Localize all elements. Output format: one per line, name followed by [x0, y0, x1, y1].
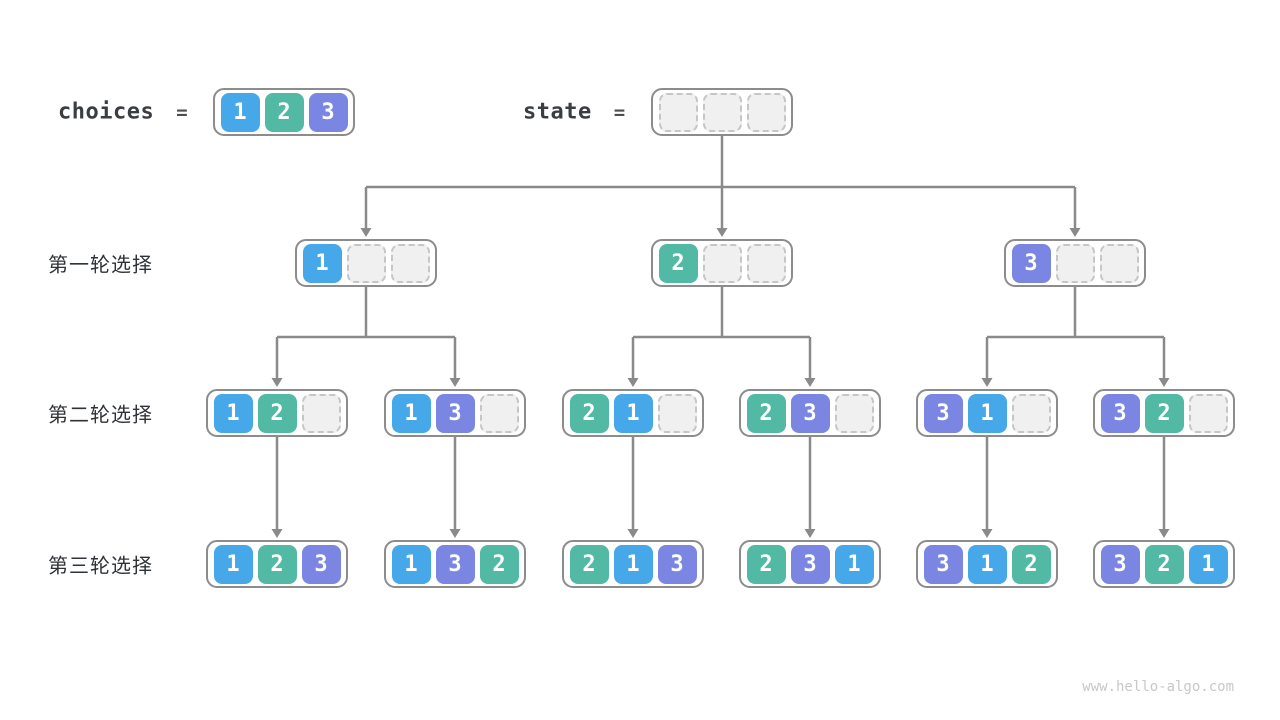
- value-cell-1: 1: [967, 393, 1007, 433]
- value-cell-2: 2: [479, 544, 519, 584]
- arrowhead: [716, 228, 728, 237]
- value-cell-2: 2: [1144, 544, 1184, 584]
- empty-slot: [346, 243, 386, 283]
- value-cell-1: 1: [834, 544, 874, 584]
- value-cell-2: 2: [746, 544, 786, 584]
- arrowhead: [981, 529, 993, 538]
- value-cell-2: 2: [257, 393, 297, 433]
- empty-slot: [1099, 243, 1139, 283]
- arrowhead: [627, 529, 639, 538]
- value-cell-3: 3: [790, 544, 830, 584]
- empty-slot: [1055, 243, 1095, 283]
- value-cell-1: 1: [613, 544, 653, 584]
- empty-slot: [1011, 393, 1051, 433]
- value-cell-1: 1: [213, 393, 253, 433]
- row-label-round-2: 第二轮选择: [48, 404, 153, 427]
- arrowhead: [804, 529, 816, 538]
- state-equals-sign: =: [613, 101, 626, 123]
- row-label-round-1: 第一轮选择: [48, 254, 153, 277]
- state-label: state =: [523, 100, 625, 125]
- empty-slot: [390, 243, 430, 283]
- value-cell-1: 1: [967, 544, 1007, 584]
- arrowhead: [271, 378, 283, 387]
- value-cell-3: 3: [657, 544, 697, 584]
- state-node: 2: [651, 239, 793, 287]
- state-node: 3: [1004, 239, 1146, 287]
- empty-slot: [657, 393, 697, 433]
- arrowhead: [804, 378, 816, 387]
- choices-label: choices =: [58, 100, 188, 125]
- value-cell-2: 2: [1011, 544, 1051, 584]
- value-cell-3: 3: [301, 544, 341, 584]
- value-cell-1: 1: [1188, 544, 1228, 584]
- arrowhead: [1158, 529, 1170, 538]
- arrowhead: [1069, 228, 1081, 237]
- arrowhead: [627, 378, 639, 387]
- value-cell-2: 2: [746, 393, 786, 433]
- value-cell-1: 1: [302, 243, 342, 283]
- row-label-round-3: 第三轮选择: [48, 555, 153, 578]
- value-cell-2: 2: [257, 544, 297, 584]
- empty-slot: [301, 393, 341, 433]
- value-cell-1: 1: [220, 92, 260, 132]
- empty-slot: [702, 92, 742, 132]
- value-cell-3: 3: [435, 393, 475, 433]
- value-cell-2: 2: [569, 393, 609, 433]
- arrowhead: [981, 378, 993, 387]
- value-cell-3: 3: [923, 544, 963, 584]
- value-cell-3: 3: [1011, 243, 1051, 283]
- value-cell-1: 1: [391, 544, 431, 584]
- arrowhead: [271, 529, 283, 538]
- choices-equals-sign: =: [176, 101, 188, 123]
- value-cell-3: 3: [923, 393, 963, 433]
- empty-slot: [746, 92, 786, 132]
- value-cell-3: 3: [308, 92, 348, 132]
- value-cell-2: 2: [264, 92, 304, 132]
- arrowhead: [449, 378, 461, 387]
- value-cell-1: 1: [613, 393, 653, 433]
- empty-slot: [658, 92, 698, 132]
- value-cell-2: 2: [658, 243, 698, 283]
- value-cell-3: 3: [790, 393, 830, 433]
- arrowhead: [449, 529, 461, 538]
- state-node: 1: [295, 239, 437, 287]
- empty-slot: [746, 243, 786, 283]
- arrowhead: [1158, 378, 1170, 387]
- choices-label-text: choices: [58, 99, 155, 125]
- empty-slot: [479, 393, 519, 433]
- watermark: www.hello-algo.com: [1082, 679, 1234, 695]
- value-cell-3: 3: [1100, 544, 1140, 584]
- state-label-text: state: [523, 99, 592, 125]
- value-cell-1: 1: [391, 393, 431, 433]
- empty-slot: [702, 243, 742, 283]
- arrowhead: [360, 228, 372, 237]
- empty-slot: [1188, 393, 1228, 433]
- value-cell-3: 3: [435, 544, 475, 584]
- state-array: [651, 88, 793, 136]
- value-cell-1: 1: [213, 544, 253, 584]
- value-cell-2: 2: [569, 544, 609, 584]
- empty-slot: [834, 393, 874, 433]
- value-cell-3: 3: [1100, 393, 1140, 433]
- value-cell-2: 2: [1144, 393, 1184, 433]
